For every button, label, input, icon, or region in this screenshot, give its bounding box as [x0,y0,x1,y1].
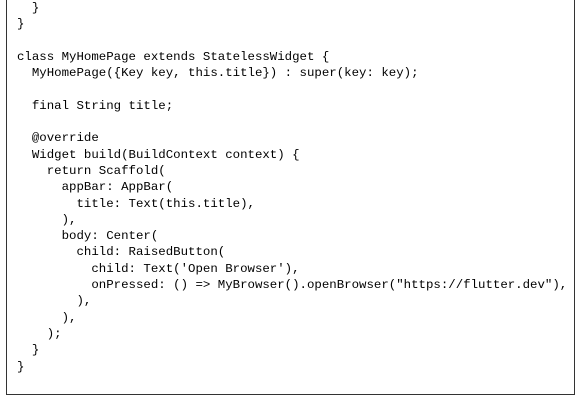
code-line: } [17,359,25,374]
code-line: ), [17,310,77,325]
code-line: child: Text('Open Browser'), [17,261,300,276]
code-line: ), [17,212,77,227]
code-line: } [17,343,40,358]
code-line: final String title; [17,98,174,113]
code-line: } [17,1,40,15]
code-line: child: RaisedButton( [17,245,226,260]
code-line: ), [17,294,92,309]
code-line [17,81,567,97]
code-line [17,114,567,130]
code-snippet-panel: } } class MyHomePage extends StatelessWi… [6,0,575,395]
code-line: appBar: AppBar( [17,180,174,195]
code-block: } } class MyHomePage extends StatelessWi… [17,0,567,375]
code-line: class MyHomePage extends StatelessWidget… [17,49,330,64]
code-line: @override [17,131,99,146]
code-line: ); [17,326,62,341]
code-line: title: Text(this.title), [17,196,255,211]
code-line: MyHomePage({Key key, this.title}) : supe… [17,66,419,81]
code-line: return Scaffold( [17,163,166,178]
code-line: Widget build(BuildContext context) { [17,147,300,162]
code-line: } [17,17,25,32]
code-line [17,33,567,49]
code-line: body: Center( [17,229,159,244]
code-line: onPressed: () => MyBrowser().openBrowser… [17,278,568,293]
